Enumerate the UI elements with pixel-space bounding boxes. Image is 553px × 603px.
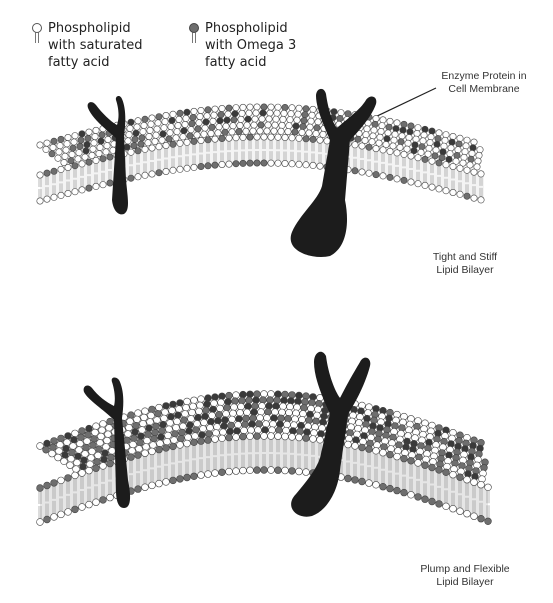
- phospholipid-white-icon: [32, 23, 42, 43]
- flexible-lipid-bilayer: [36, 390, 492, 526]
- enzyme-protein-right-bottom: [291, 351, 371, 517]
- legend-omega3-label: Phospholipid with Omega 3 fatty acid: [205, 21, 297, 70]
- enzyme-pointer-line: [372, 87, 437, 119]
- phospholipid-grey-icon: [189, 23, 199, 43]
- enzyme-protein-right-top: [290, 88, 377, 258]
- enzyme-protein-left-top: [87, 96, 128, 215]
- tight-lipid-bilayer: [36, 103, 485, 205]
- tight-bilayer-label: Tight and Stiff Lipid Bilayer: [432, 251, 498, 276]
- flexible-bilayer-label: Plump and Flexible Lipid Bilayer: [420, 563, 510, 588]
- legend-saturated-label: Phospholipid with saturated fatty acid: [48, 21, 143, 70]
- enzyme-protein-left-bottom: [83, 377, 131, 508]
- enzyme-protein-label: Enzyme Protein in Cell Membrane: [441, 70, 527, 95]
